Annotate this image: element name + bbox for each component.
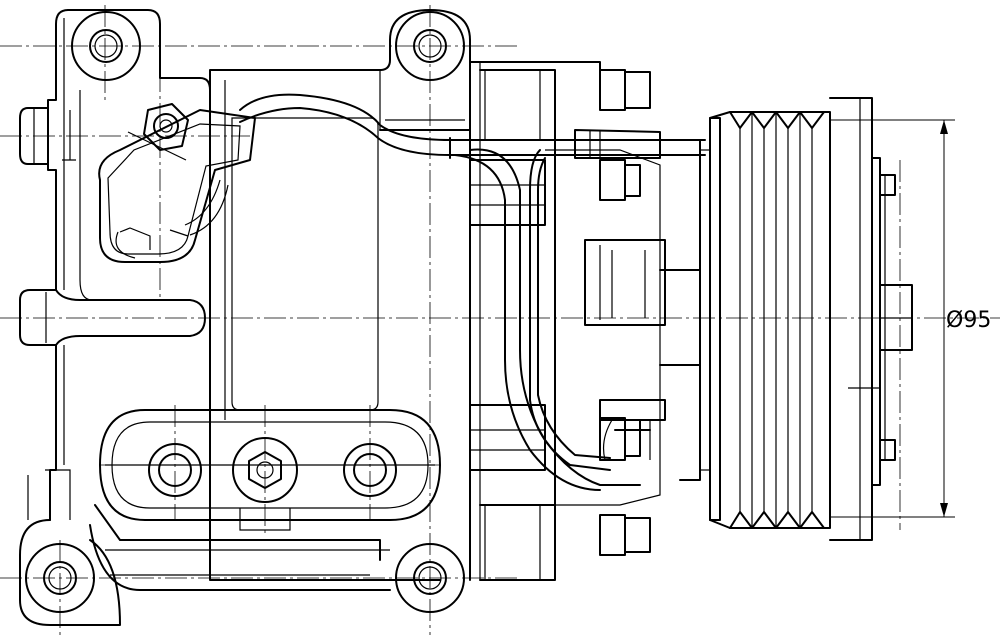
- sensor-connector: [98, 103, 256, 263]
- pulley: [709, 97, 913, 541]
- diameter-dimension: [830, 119, 955, 518]
- left-housing: [19, 9, 211, 626]
- compressor-body: [89, 9, 601, 613]
- clutch-housing: [545, 69, 710, 556]
- pulley-grooves: [729, 111, 825, 529]
- port-manifold: [99, 409, 441, 531]
- diameter-label: Ø95: [946, 308, 991, 333]
- center-lines: [0, 5, 1000, 639]
- cables: [239, 93, 706, 491]
